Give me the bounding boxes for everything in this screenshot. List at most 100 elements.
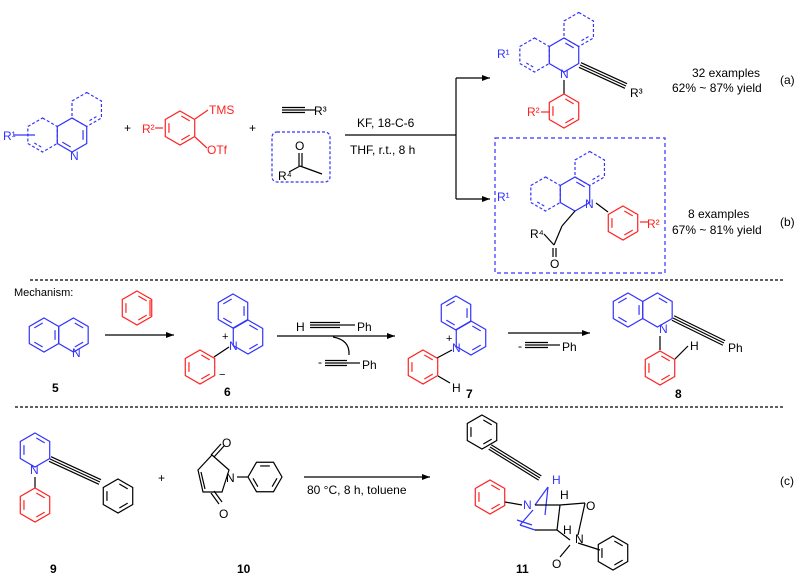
r1-label: R¹ [497,47,510,61]
ring [548,93,580,129]
arrow-c-head [422,474,430,480]
n-label: N [72,346,81,360]
double-bond [661,374,671,381]
bond [556,529,571,541]
o-label: O [550,257,559,271]
bond [577,542,601,551]
double-bond [472,325,482,332]
o-label: O [586,499,595,513]
triple-bond [50,456,102,481]
double-bond [201,373,211,380]
bond [544,486,549,516]
double-bond [445,300,455,307]
ring [247,461,283,493]
double-bond [424,354,434,361]
double-bond [516,519,533,526]
double-bond [74,322,84,329]
r4-label: R⁴ [530,227,544,241]
compound-label-5: 5 [52,381,59,395]
h-label: H [552,473,561,487]
n-label: N [70,149,79,163]
bond [595,202,609,213]
compound-label-11: 11 [516,562,529,576]
ring [574,150,606,187]
double-bond [33,341,43,348]
product-a-examples: 32 examples [692,66,760,80]
triple-bond [489,446,541,479]
ring [58,317,89,353]
structure-bonds [14,11,785,571]
double-bond [36,492,46,499]
double-bond [200,471,206,490]
ring [607,205,639,241]
double-bond [61,141,71,148]
double-bond [36,511,46,518]
double-bond [483,419,493,426]
plus-sign: + [124,121,131,135]
product-a-tag: (a) [780,73,795,87]
ring [407,349,439,385]
maleimide-ring [197,454,230,493]
triple-bond [49,458,101,483]
carbonyl-bond [210,492,220,505]
double-bond [445,319,455,326]
double-bond [565,42,575,49]
carbonyl-bond [213,490,223,503]
double-bond [138,314,148,321]
ph-label: Ph [357,320,372,334]
ph-label: Ph [728,341,743,355]
n-label: N [659,322,668,336]
bond [299,165,323,175]
ring [642,292,673,328]
ph-label: Ph [362,358,377,372]
double-bond [252,478,259,488]
n-label: N [575,532,584,546]
ring [455,320,487,356]
ring [597,535,629,571]
n-label: N [560,67,569,81]
compound-label-8: 8 [675,387,682,401]
bond [674,345,689,360]
bond [543,233,555,246]
otf-label: OTf [207,143,228,157]
triple-bond [671,319,724,346]
r3-label: R³ [630,86,643,100]
double-bond [524,61,534,68]
triple-bond [673,315,726,342]
minus-charge: − [219,369,225,381]
double-bond [222,298,232,305]
triple-bond [578,66,626,89]
double-bond [119,483,129,490]
o-label: O [552,557,561,571]
r2-label: R² [142,122,155,136]
double-bond [271,478,278,488]
ketone-option-box [271,131,331,183]
ring [440,295,472,331]
double-bond [483,438,493,445]
double-bond [249,343,259,350]
plus-charge: + [446,333,452,345]
bond [519,509,534,526]
ring [644,350,676,386]
n-label: N [523,498,532,512]
triple-bond [580,62,628,85]
product-b-yield: 67% ~ 81% yield [672,223,762,237]
triple-bond [579,64,627,87]
bond [504,501,523,506]
plus-sign: + [249,121,256,135]
bond [534,486,549,506]
double-bond [249,324,259,331]
double-bond [181,134,191,141]
double-bond [590,175,600,182]
double-bond [491,484,501,491]
ring [519,37,550,73]
double-bond [617,316,627,323]
r2-label: R² [527,105,540,119]
compound-label-9: 9 [50,562,57,576]
ring [563,11,595,48]
ph-label: Ph [562,340,577,354]
product-b-tag: (b) [780,215,795,229]
ring [474,479,506,515]
double-bond [614,559,624,566]
